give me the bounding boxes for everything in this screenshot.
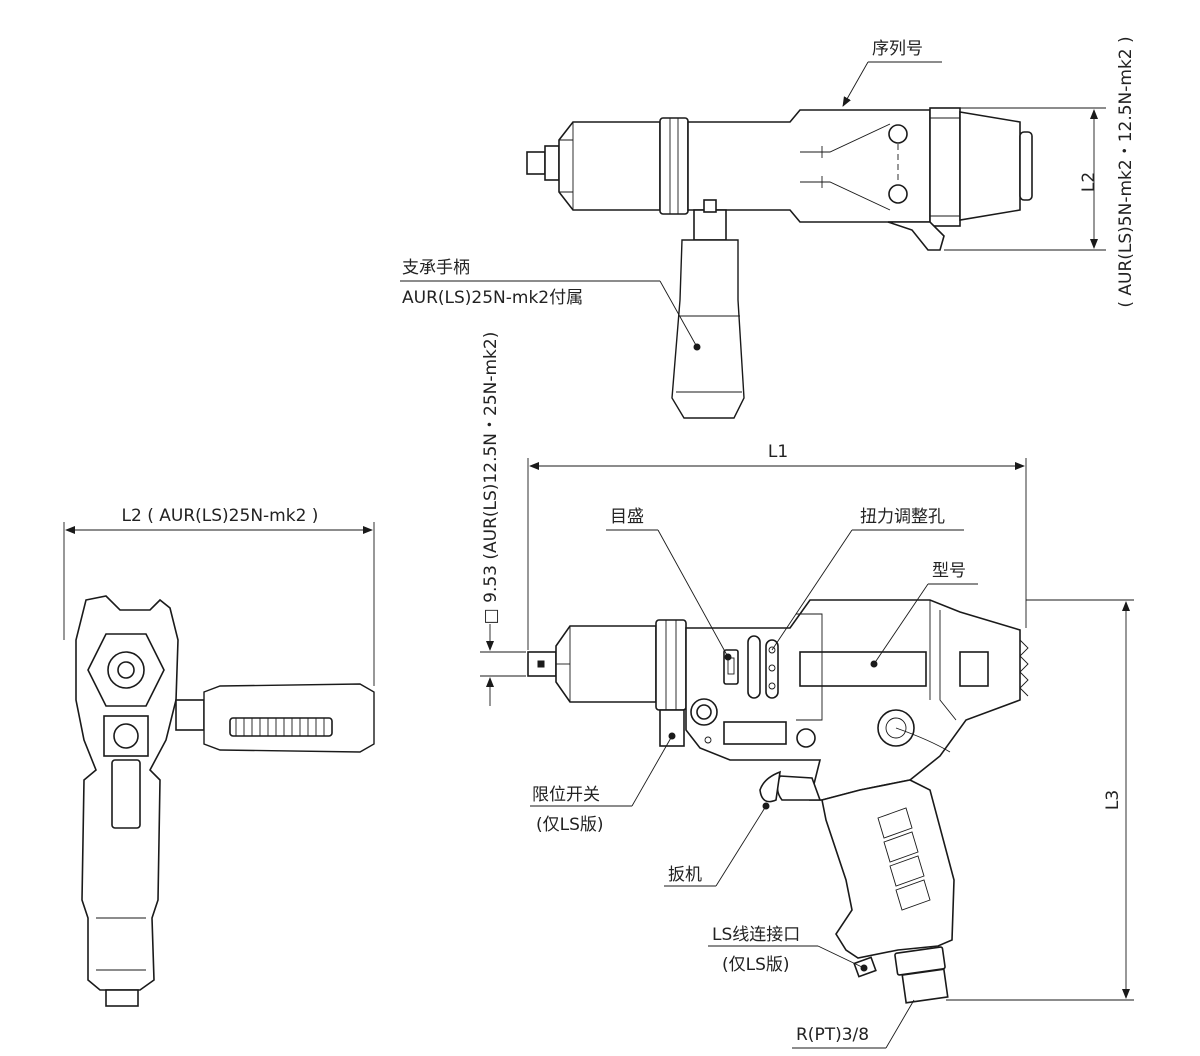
square-drive-dimension: □ 9.53 (AUR(LS)12.5N・25N-mk2) xyxy=(481,332,501,625)
limit-switch-label: 限位开关 xyxy=(532,785,600,805)
limit-switch-note: (仅LS版) xyxy=(536,815,604,835)
front-view-dimension: L2 ( AUR(LS)25N-mk2 ) xyxy=(63,506,375,686)
grip-grooves xyxy=(877,807,931,911)
l3-dimension: L3 xyxy=(1103,790,1123,810)
ls-connector-note: (仅LS版) xyxy=(722,955,790,975)
l2-top-dimension-note: ( AUR(LS)5N-mk2・12.5N-mk2 ) xyxy=(1116,36,1136,307)
top-view-annotations: 序列号 支承手柄 AUR(LS)25N-mk2付属 L2 ( AUR(LS)5N… xyxy=(400,36,1136,348)
torque-adjust-hole-label: 扭力调整孔 xyxy=(860,507,945,527)
support-handle-label: 支承手柄 xyxy=(402,258,470,278)
l1-dimension: L1 xyxy=(768,442,788,462)
air-inlet-label: R(PT)3/8 xyxy=(796,1025,869,1045)
l2-top-dimension: L2 xyxy=(1079,172,1099,192)
top-view xyxy=(526,107,1033,419)
model-number-label: 型号 xyxy=(932,561,966,581)
side-view xyxy=(527,599,1029,1004)
support-handle-note: AUR(LS)25N-mk2付属 xyxy=(402,288,583,308)
front-view xyxy=(75,595,375,1007)
ls-connector-label: LS线连接口 xyxy=(712,925,800,945)
trigger-label: 扳机 xyxy=(668,865,702,885)
grip-ribs xyxy=(235,718,325,736)
side-view-annotations: L1 □ 9.53 (AUR(LS)12.5N・25N-mk2) 目盛 扭力调整… xyxy=(480,332,1134,1049)
scale-label: 目盛 xyxy=(610,507,644,527)
l2-front-dimension: L2 ( AUR(LS)25N-mk2 ) xyxy=(122,506,319,526)
serial-number-label: 序列号 xyxy=(872,39,923,59)
